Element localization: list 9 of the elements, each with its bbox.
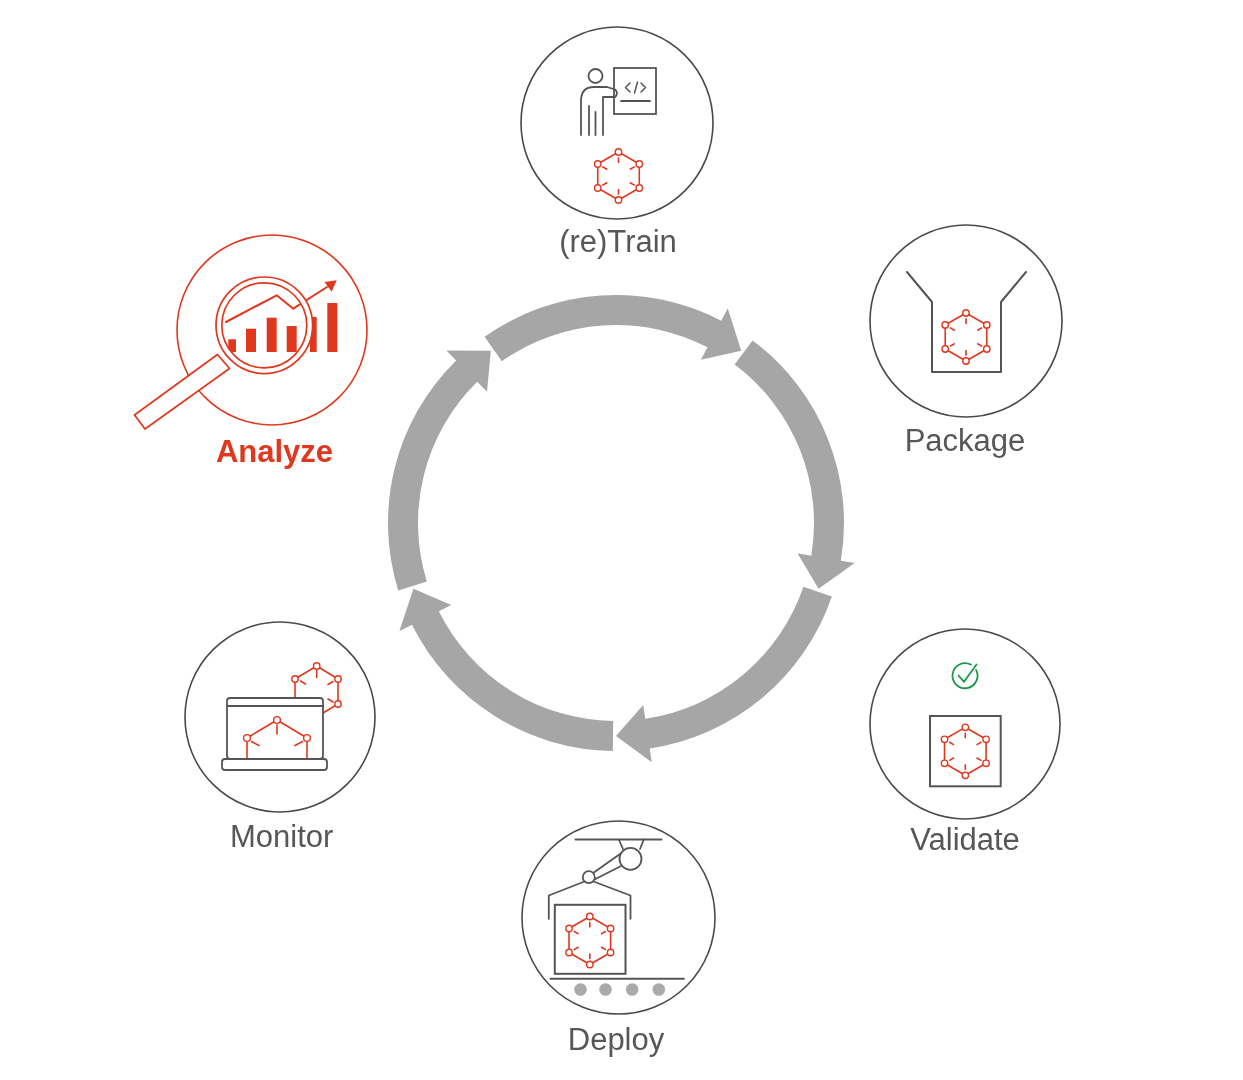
stage-label: Package xyxy=(904,422,1026,460)
stage-label: Validate xyxy=(910,821,1020,859)
stage-label: (re)Train xyxy=(559,223,677,261)
stage-label: Deploy xyxy=(567,1021,665,1059)
stage-label: Analyze xyxy=(215,433,334,471)
stage-node xyxy=(520,819,716,1060)
stage-node xyxy=(869,224,1063,461)
stage-label: Monitor xyxy=(230,818,334,856)
stage-node xyxy=(520,26,714,262)
